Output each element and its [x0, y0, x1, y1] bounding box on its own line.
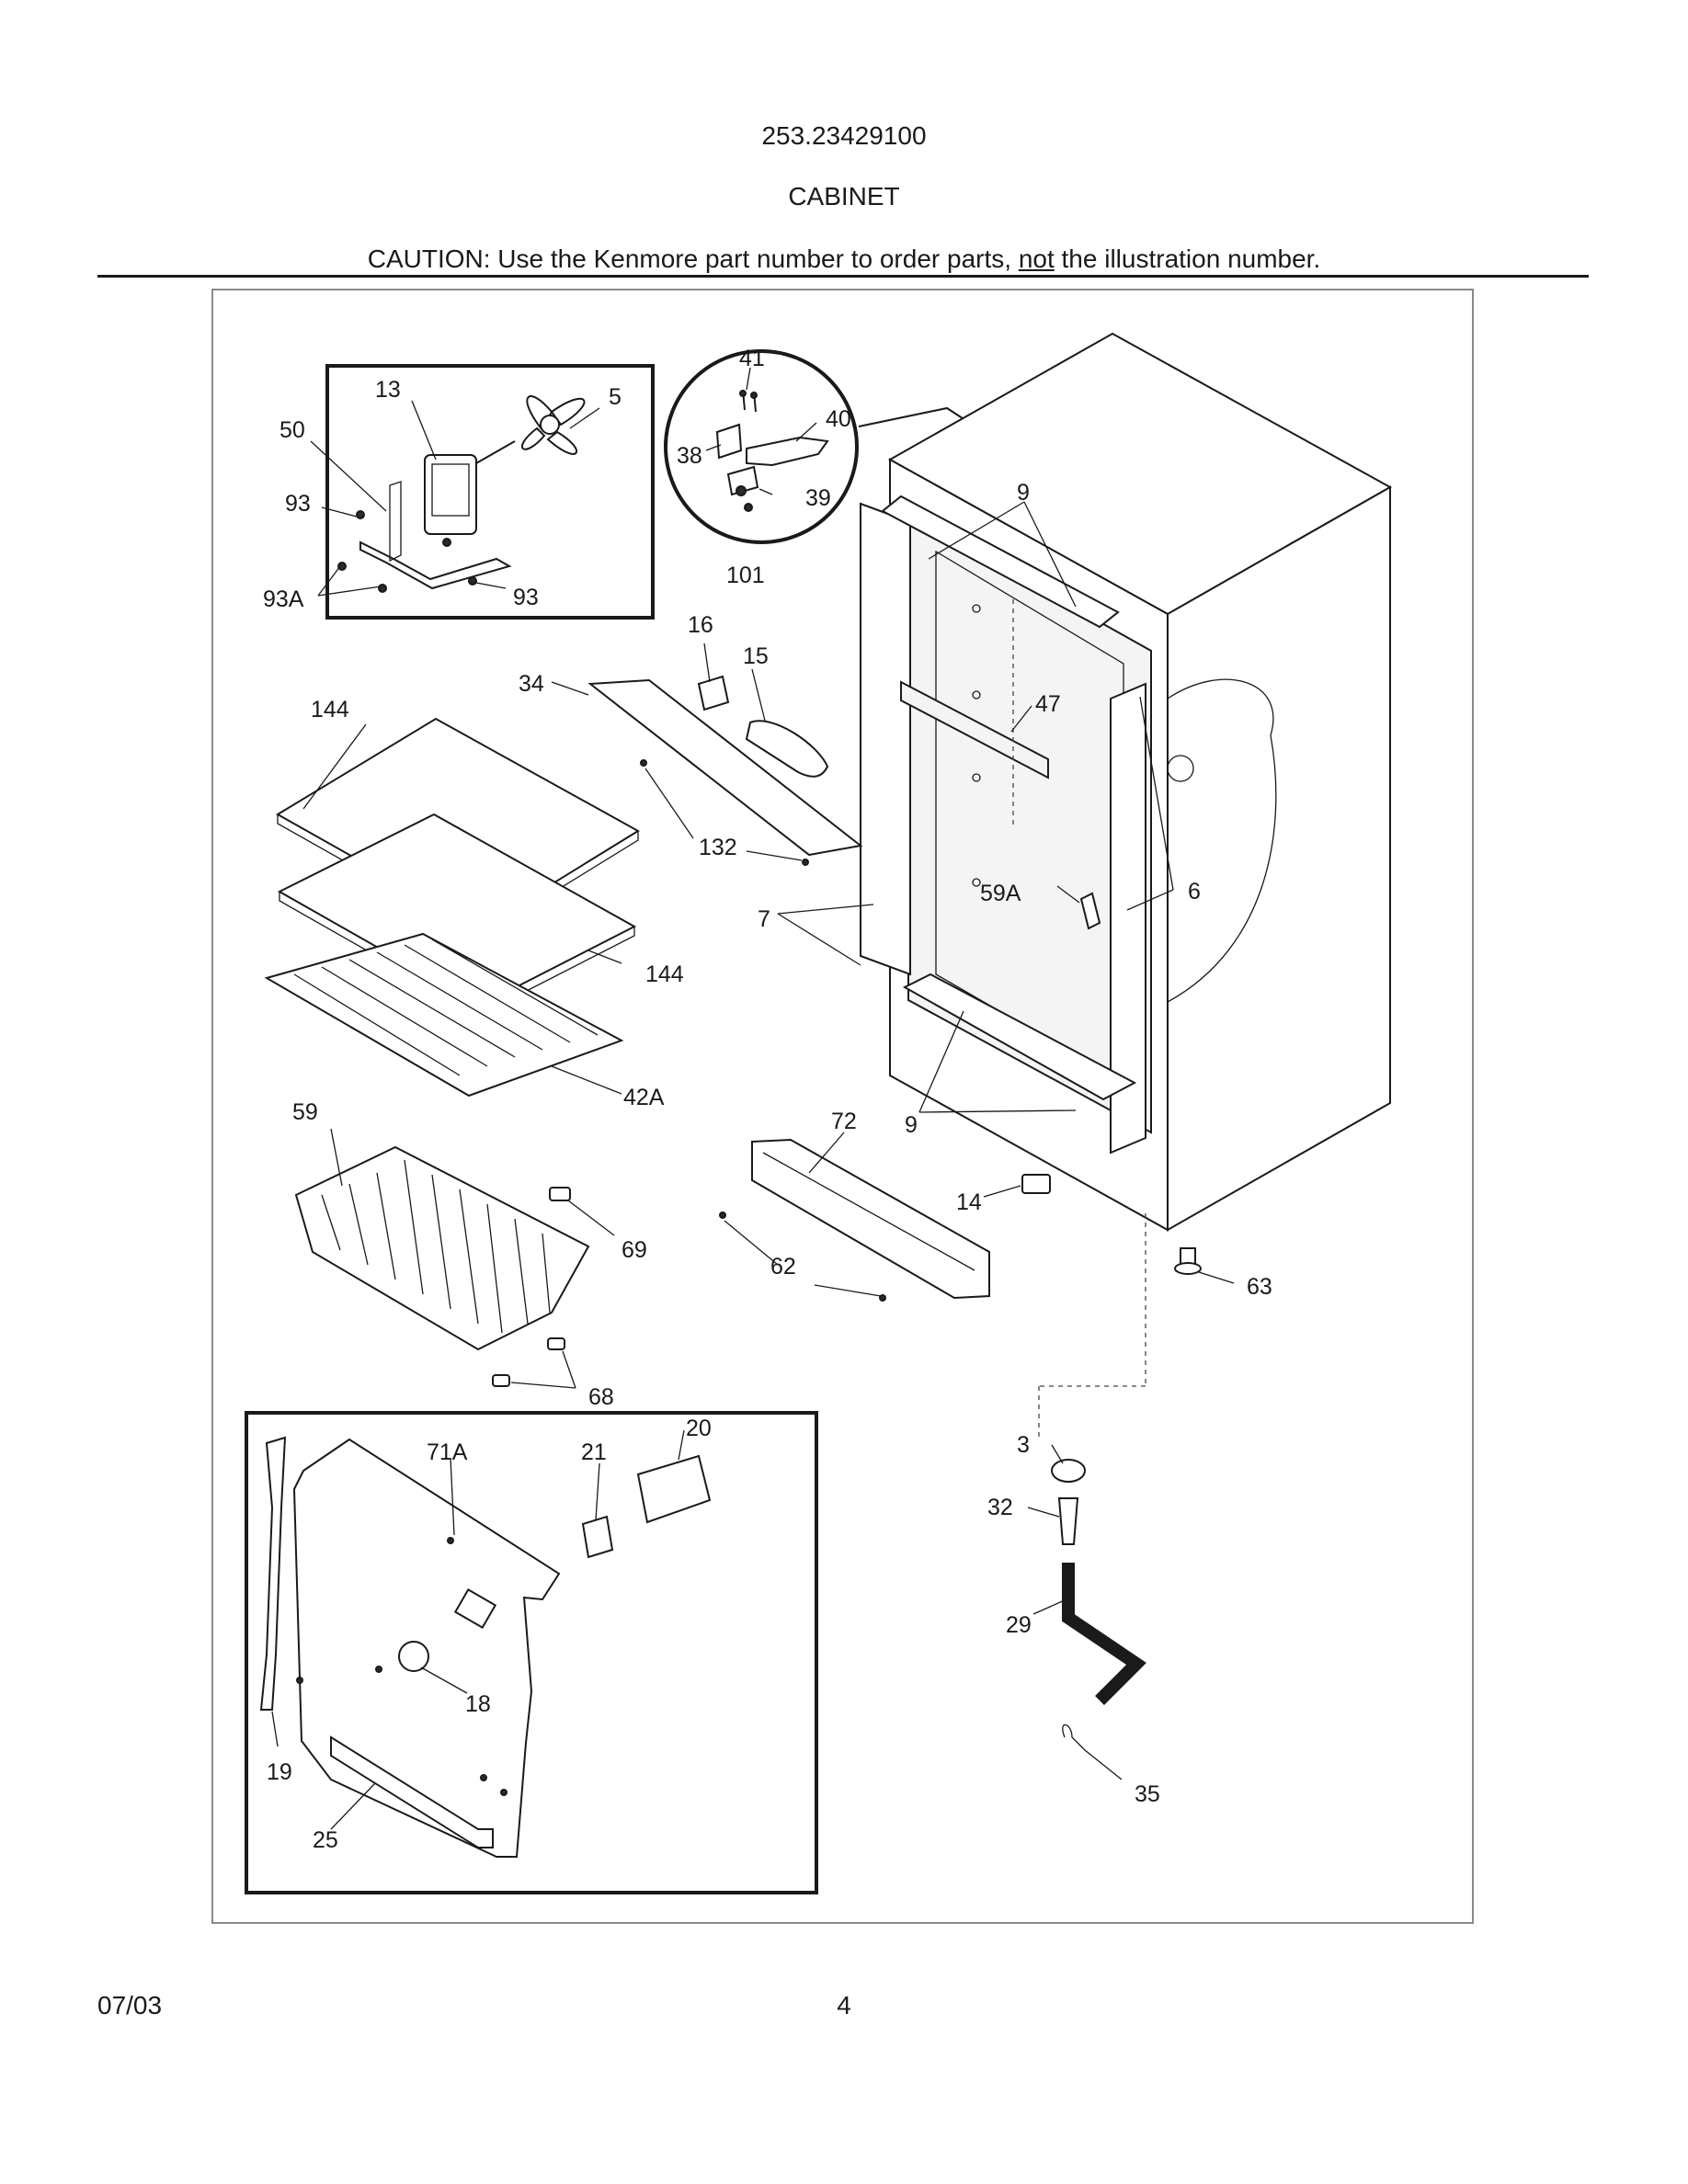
cover-grommet — [398, 1641, 429, 1672]
callout-59: 59 — [292, 1099, 318, 1125]
door-gasket — [860, 502, 911, 976]
model-number: 253.23429100 — [761, 121, 927, 150]
caution-text-end: the illustration number. — [1054, 245, 1321, 273]
callout-29: 29 — [1006, 1612, 1032, 1638]
footer-date: 07/03 — [97, 1991, 163, 2019]
motor-screws — [337, 510, 477, 593]
callout-6: 6 — [1188, 879, 1201, 904]
hinge-bracket — [715, 423, 743, 460]
callout-68: 68 — [588, 1384, 614, 1410]
callout-25: 25 — [313, 1827, 338, 1853]
drain-clip — [1062, 1723, 1086, 1751]
callout-18: 18 — [465, 1691, 491, 1717]
callout-93A: 93A — [263, 586, 304, 612]
callout-72: 72 — [831, 1109, 857, 1134]
leveling-leg — [1174, 1247, 1202, 1275]
callout-15: 15 — [743, 643, 769, 669]
drain-hose — [1062, 1563, 1146, 1705]
fan-shroud — [636, 1454, 712, 1524]
callout-71A: 71A — [427, 1439, 468, 1465]
diagram-frame — [211, 289, 1474, 1924]
drain-tube — [1057, 1497, 1079, 1545]
callout-21: 21 — [581, 1439, 607, 1465]
callout-9-top: 9 — [1017, 480, 1030, 506]
callout-13: 13 — [375, 377, 401, 403]
wire-shelf — [264, 932, 624, 1098]
callout-32: 32 — [987, 1495, 1013, 1520]
callout-20: 20 — [686, 1416, 712, 1441]
callout-34: 34 — [519, 671, 544, 697]
light-socket — [697, 675, 730, 711]
callout-93-lower: 93 — [513, 585, 539, 610]
callout-5: 5 — [609, 384, 622, 410]
drain-plug — [1051, 1459, 1086, 1483]
leader-lines — [271, 501, 1235, 1830]
callout-101: 101 — [726, 563, 765, 588]
callout-14: 14 — [956, 1189, 982, 1215]
callout-47: 47 — [1035, 691, 1061, 717]
condenser-coil-outline — [1167, 678, 1277, 1003]
basket-stop — [549, 1187, 571, 1201]
callout-16: 16 — [688, 612, 713, 638]
callout-93-upper: 93 — [285, 491, 311, 517]
latch — [1079, 892, 1101, 930]
callout-50: 50 — [279, 417, 305, 443]
door-switch — [1021, 1174, 1051, 1194]
cabinet — [860, 332, 1393, 1441]
callout-69: 69 — [622, 1237, 647, 1263]
motor-bracket — [359, 540, 512, 590]
callout-35: 35 — [1135, 1781, 1160, 1807]
callout-40: 40 — [826, 406, 851, 432]
callout-38: 38 — [677, 443, 702, 469]
callout-9-bottom: 9 — [905, 1112, 918, 1138]
callout-144-upper: 144 — [311, 697, 349, 722]
evaporator-cover-inset — [245, 1411, 818, 1894]
callout-3: 3 — [1017, 1432, 1030, 1458]
callout-19: 19 — [267, 1759, 292, 1785]
fan-blade — [520, 395, 586, 455]
shelf-rail — [900, 680, 1049, 779]
callout-42A: 42A — [623, 1085, 665, 1110]
callout-59A: 59A — [980, 881, 1021, 906]
callout-132: 132 — [699, 835, 737, 860]
callout-62: 62 — [770, 1254, 796, 1280]
crisper-cover — [587, 678, 863, 857]
header-rule — [97, 275, 1589, 278]
caution-text-start: CAUTION: Use the Kenmore part number to … — [367, 245, 1019, 273]
section-title: CABINET — [788, 182, 900, 210]
caution-note: CAUTION: Use the Kenmore part number to … — [0, 245, 1688, 274]
fan-motor-inset — [310, 364, 655, 620]
page-number: 4 — [837, 1991, 851, 2019]
light-bulb — [745, 720, 829, 778]
fan-motor — [424, 454, 477, 535]
callout-63: 63 — [1247, 1274, 1272, 1300]
callout-7: 7 — [758, 906, 770, 932]
callout-39: 39 — [805, 485, 831, 511]
defrost-terminator — [581, 1515, 614, 1559]
callout-labels: 41 40 38 39 101 13 5 50 93 93 93A 9 9 16… — [263, 346, 1272, 1853]
callout-41: 41 — [739, 346, 765, 371]
hinge-inset — [664, 349, 1123, 544]
caution-not-underlined: not — [1018, 245, 1055, 273]
cover-seal — [259, 1436, 287, 1711]
cabinet-side — [1167, 485, 1391, 1232]
callout-144-lower: 144 — [645, 961, 684, 987]
